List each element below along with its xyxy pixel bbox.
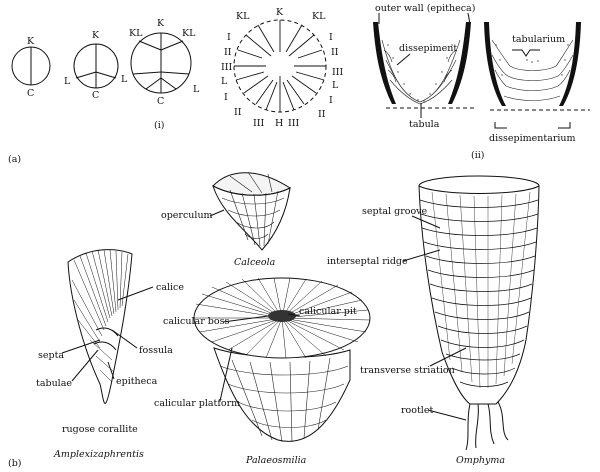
stage1-label-C: C [27,88,34,99]
amplexizaphrentis-specimen: calice septa fossula tabulae epitheca ru… [36,249,184,460]
label-rootlet: rootlet [401,405,433,416]
label-operculum: operculum [161,210,213,221]
omphyma-septal-grooves [431,191,531,389]
label-outer-wall: outer wall (epitheca) [375,3,475,14]
calceola-specimen: operculum Calceola [161,171,292,268]
stage3-septum-c2 [160,77,177,90]
section1-left-wall [373,22,396,104]
stage4-label-II-left: II [224,47,232,58]
label-calice: calice [156,282,184,293]
stage2-label-L: L [64,76,71,87]
longitudinal-sections: outer wall (epitheca) dissepiment tabula… [373,3,590,161]
omphyma-rootlet-2 [475,403,479,449]
stage4-label-II-right: II [331,47,339,58]
stage3-septum-kl1 [138,40,162,51]
stage3-label-KL2: KL [182,28,196,39]
stage4-label-KL2: KL [312,11,326,22]
stage4-label-III-right: III [332,67,344,78]
stage4-label-L-left: L [221,76,228,87]
stage2-label-K: K [92,30,100,41]
stage3-septum-c1 [145,77,162,90]
label-calicular-pit: calicular pit [299,306,357,317]
label-tabula: tabula [409,119,440,130]
stage4-label-I-lower-right: I [329,95,333,106]
stage4-label-KL: KL [236,11,250,22]
label-septa: septa [38,350,64,361]
stage4-septa [234,20,326,112]
stage4-label-III-bottom-right: III [288,118,300,129]
palaeosmilia-specimen: calicular boss calicular pit calicular p… [154,277,371,466]
palaeosmilia-calicular-pit [268,310,296,322]
stage4-label-K: K [276,7,284,18]
stage3-label-C: C [157,96,164,107]
omphyma-rootlet-4 [497,401,509,441]
stage3-label-L2: L [193,84,200,95]
section2-left-wall [484,22,506,106]
stage3-septum-kl2 [160,40,184,51]
section2-dotted-fill [495,44,569,76]
calceola-body [212,184,291,251]
omphyma-specimen: septal groove interseptal ridge transver… [327,175,540,466]
stage3-label-L: L [121,74,128,85]
label-fossula: fossula [139,345,173,356]
palaeosmilia-radial-septa [194,277,371,359]
stage4-label-I-lower-left: I [224,92,228,103]
stage3-label-KL: KL [129,28,143,39]
label-calicular-platform: calicular platform [154,398,240,409]
label-transverse-striation: transverse striation [360,365,455,376]
genus-amplexizaphrentis: Amplexizaphrentis [53,449,144,460]
stage4-label-II-lower-right: II [318,109,326,120]
omphyma-rootlet-3 [487,403,495,445]
stage3-label-K: K [157,18,165,29]
stage4-label-II-lower-left: II [234,107,242,118]
label-rugose-corallite: rugose corallite [62,424,138,435]
panel-a-label: (a) [8,154,21,165]
label-dissepiment: dissepiment [399,43,457,54]
section1-right-wall [448,22,471,104]
section2-right-wall [559,22,581,106]
omphyma-rootlet-1 [465,403,471,451]
stage4-label-L-right: L [332,80,339,91]
genus-calceola: Calceola [234,257,276,268]
stage4-label-I-right: I [329,32,333,43]
label-interseptal-ridge: interseptal ridge [327,256,408,267]
amplexizaphrentis-horn [67,249,133,404]
septal-insertion-sequence: K C K L C K KL KL L L C (i) [11,7,344,131]
section1-dotted-fill [387,44,453,102]
stage2-septum-l2 [95,71,117,79]
stage1-label-K: K [27,36,35,47]
panel-ii-label: (ii) [471,150,485,161]
panel-b-label: (b) [8,458,22,469]
stage3-septum-l2 [160,71,190,75]
genus-palaeosmilia: Palaeosmilia [245,455,307,466]
label-calicular-boss: calicular boss [163,316,229,327]
omphyma-transverse-bands [419,199,539,387]
stage4-label-I-left: I [227,32,231,43]
stage2-label-C: C [92,90,99,101]
label-dissepimentarium: dissepimentarium [489,133,576,144]
calceola-striations [221,171,285,247]
section2-tabularium-floor [509,65,557,71]
stage4-label-III-left: III [221,62,233,73]
palaeosmilia-base-striations [219,357,349,443]
stage3-septum-l1 [132,71,162,75]
stage2-septum-l1 [75,71,97,79]
panel-i-label: (i) [154,120,164,131]
stage4-label-H: H [275,118,283,129]
label-tabulae: tabulae [36,378,72,389]
genus-omphyma: Omphyma [456,455,505,466]
label-epitheca: epitheca [116,376,158,387]
label-septal-groove: septal groove [362,206,428,217]
label-tabularium: tabularium [512,34,565,45]
stage4-label-III-bottom-left: III [253,118,265,129]
